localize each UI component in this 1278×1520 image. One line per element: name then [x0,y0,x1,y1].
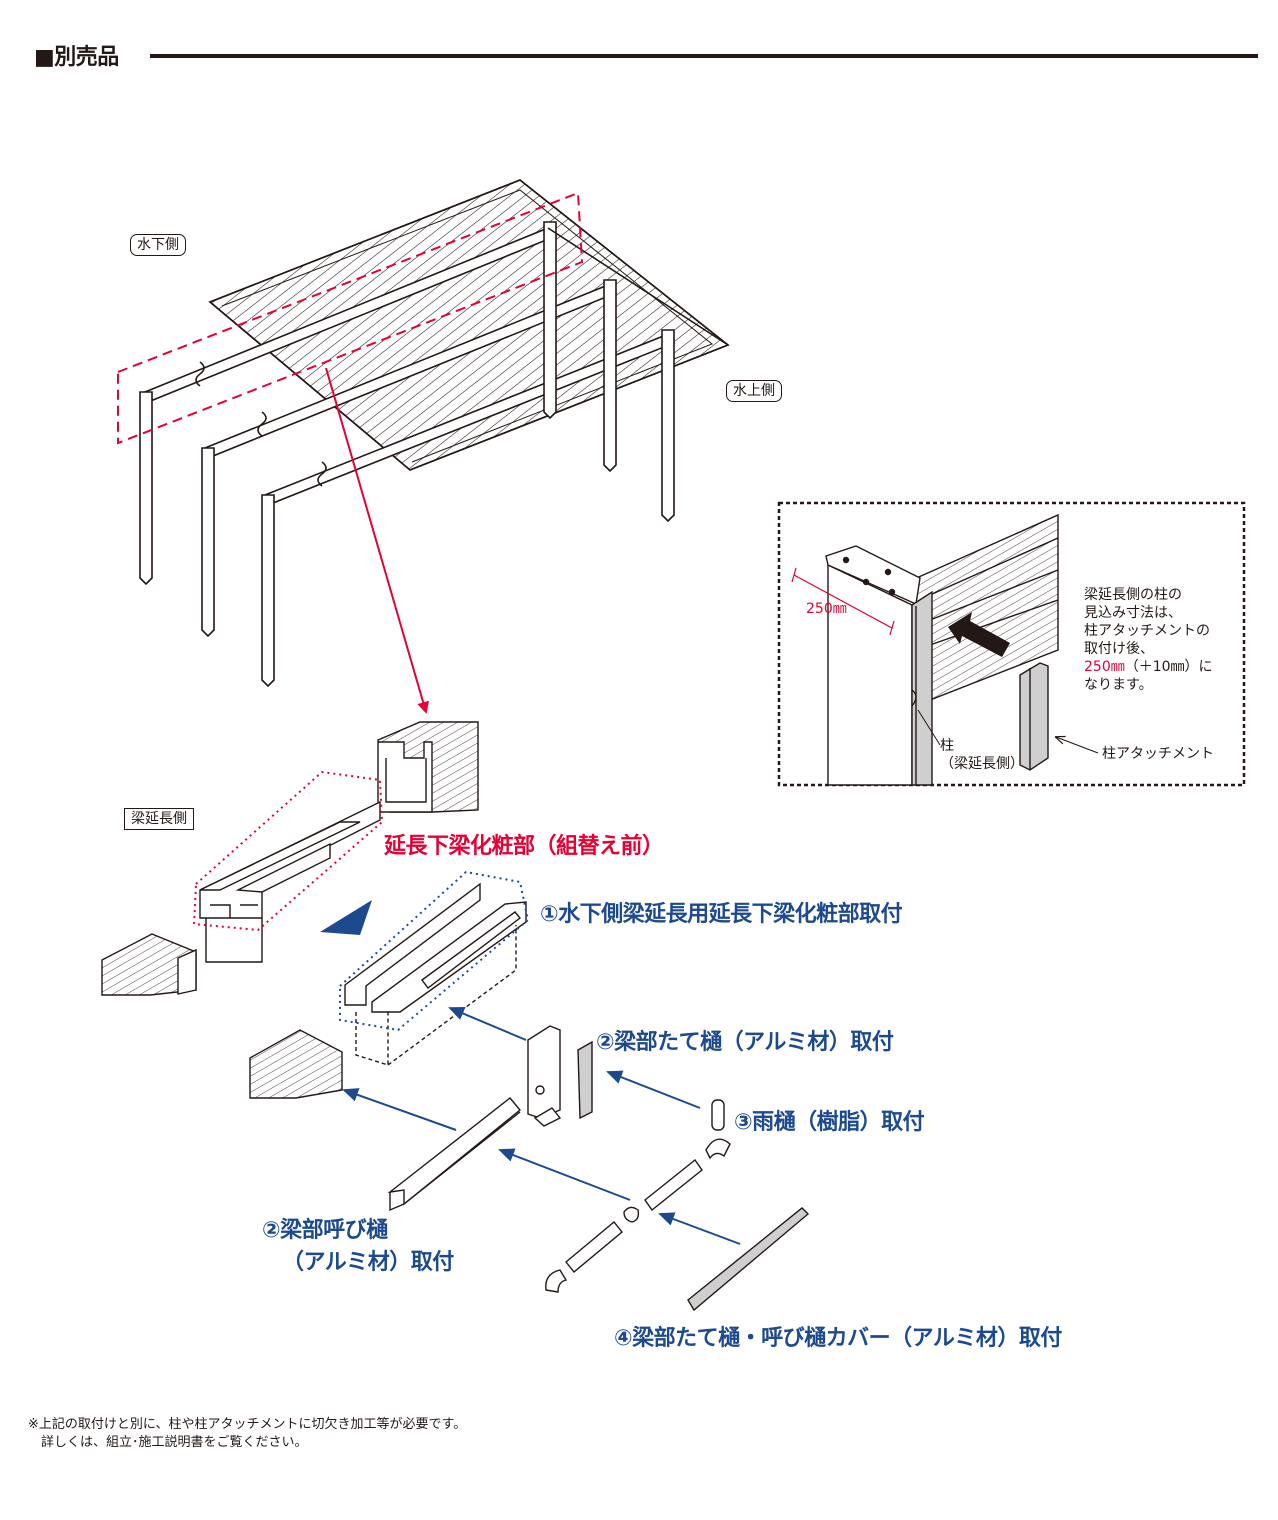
collector-gutter [387,1097,521,1212]
tag-beam-extension: 梁延長側 [124,808,194,830]
section-title: ■別売品 [34,45,119,70]
attachment-label: 柱アタッチメント [1102,746,1214,762]
install-direction-arrow [948,612,1010,657]
before-part [199,800,381,963]
post-label: 柱 （梁延長側） [940,738,1024,772]
direction-triangle [320,900,372,935]
arrow-step2b [342,1088,457,1131]
footnote-line2: 詳しくは、組立･施工説明書をご覧ください。 [28,1435,308,1450]
attachment-leader [1056,737,1099,754]
red-pointer-arrow [325,367,429,714]
section-title-rule [150,54,1258,58]
detail-drawing [825,513,1059,786]
label-step2a: ②梁部たて樋（アルミ材）取付 [596,1030,894,1055]
tag-downhill: 水下側 [130,234,186,256]
label-step2b-line2: （アルミ材）取付 [282,1250,454,1275]
new-part [344,882,527,1066]
rain-pipe [545,1099,731,1293]
label-before: 延長下梁化粧部（組替え前） [384,834,664,859]
label-step3: ③雨樋（樹脂）取付 [734,1110,925,1135]
detail-box [777,501,1246,787]
label-step2b-line1: ②梁部呼び樋 [262,1218,388,1243]
arrow-step3 [606,1070,701,1109]
footnote-line1: ※上記の取付けと別に、柱や柱アタッチメントに切欠き加工等が必要です。 [28,1417,467,1432]
selection-outline [117,191,584,445]
label-step4: ④梁部たて樋・呼び樋カバー（アルミ材）取付 [614,1326,1062,1351]
vertical-gutter [527,1025,562,1127]
post-leader [917,709,941,746]
label-step1: ①水下側梁延長用延長下梁化粧部取付 [540,902,903,927]
arrow-pipe [498,1148,631,1201]
tag-uphill: 水上側 [726,380,782,402]
before-part-outline [192,770,384,932]
new-part-outline [339,870,530,1032]
dimension-label: 250㎜ [806,601,847,617]
gutter-cover [577,1040,593,1120]
arrow-step2a [448,1006,527,1041]
detail-description: 梁延長側の柱の 見込み寸法は、 柱アタッチメントの 取付け後、 250㎜（＋10… [1084,587,1213,693]
dimension-line [791,567,895,636]
existing-beam-end [377,721,479,813]
gutter-cover-long [687,1207,810,1312]
lower-beam-stub [249,1029,343,1099]
carport-structure [139,179,730,688]
arrow-step4 [658,1212,741,1245]
left-beam-stub [101,933,197,996]
